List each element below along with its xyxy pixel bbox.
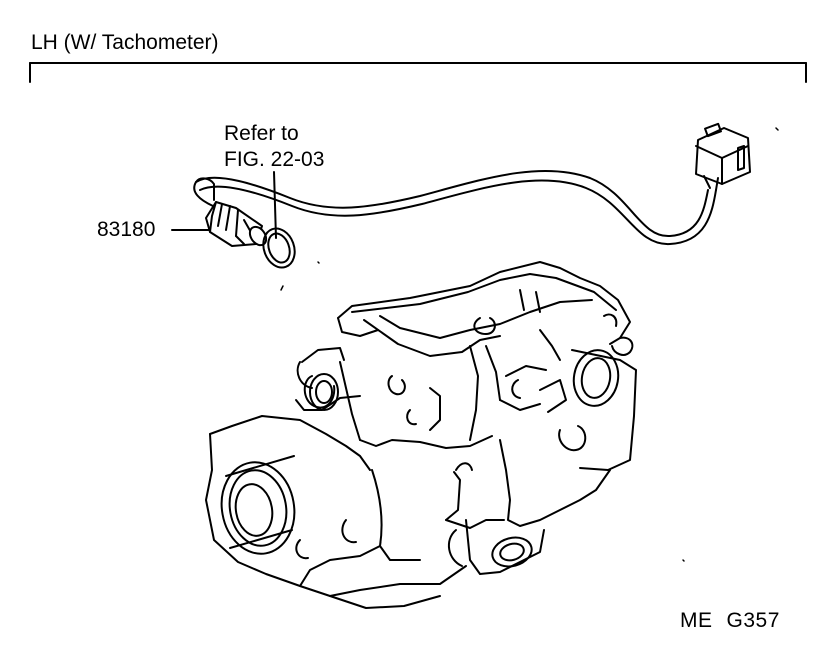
- section-bracket: [29, 62, 807, 83]
- diagram-title: LH (W/ Tachometer): [31, 31, 219, 54]
- reference-leader-line: [273, 171, 277, 239]
- front-bore: [220, 455, 296, 555]
- tachometer-sensor: [193, 177, 268, 247]
- figure-code-number: G357: [726, 609, 780, 632]
- wire-harness: [195, 169, 717, 246]
- engine-housing: [205, 261, 637, 609]
- figure-code-prefix: ME: [680, 609, 713, 632]
- wire-connector: [695, 122, 751, 191]
- stray-marks: [280, 127, 779, 562]
- reference-note-line2: FIG. 22-03: [224, 148, 325, 171]
- o-ring: [262, 227, 296, 269]
- figure-code: ME G357: [680, 609, 780, 633]
- part-number-label: 83180: [97, 218, 156, 241]
- reference-note-line1: Refer to: [224, 122, 299, 145]
